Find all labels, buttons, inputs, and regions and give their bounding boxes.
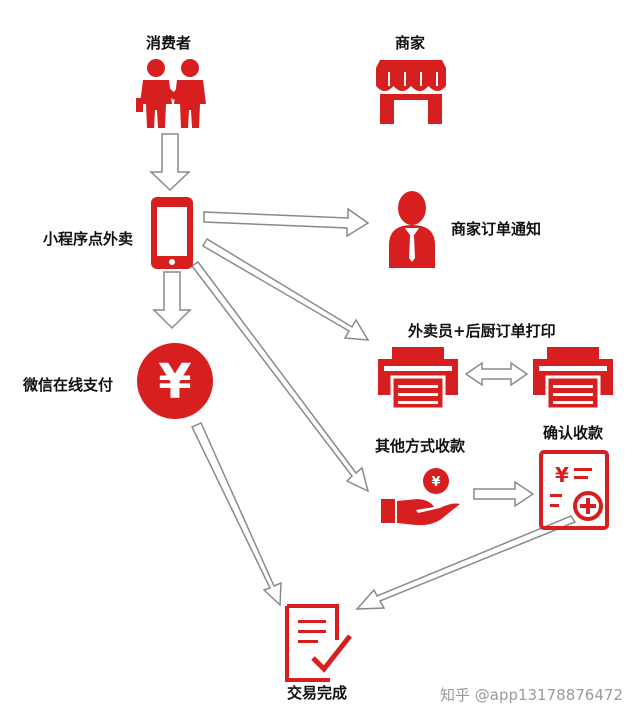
hand-coin-icon: ¥ (381, 468, 460, 526)
printer-icon (531, 345, 615, 411)
yen-symbol: ¥ (158, 354, 191, 410)
consumer-label: 消费者 (146, 34, 192, 52)
receipt-add-icon: ¥ (539, 450, 609, 530)
arrow-wechat-pay-to-done (190, 422, 282, 607)
confirm-label: 确认收款 (543, 424, 604, 442)
hand-coin-yen: ¥ (431, 475, 440, 490)
people-icon (136, 59, 206, 128)
print-label: 外卖员+后厨订单打印 (408, 322, 556, 340)
done-label: 交易完成 (287, 684, 348, 702)
other-pay-label: 其他方式收款 (375, 437, 466, 455)
document-check-icon (285, 604, 352, 682)
receipt-yen: ¥ (555, 463, 569, 487)
arrow-confirm-to-done (355, 515, 577, 610)
arrow-printer-double (464, 361, 529, 387)
arrow-consumer-to-phone (149, 133, 191, 192)
person-bust-icon (389, 191, 435, 268)
storefront-icon (376, 60, 446, 124)
yen-coin-icon: ¥ (137, 343, 213, 419)
arrow-phone-to-other-pay (190, 260, 370, 493)
arrow-phone-to-printer (201, 237, 370, 341)
order-notice-label: 商家订单通知 (451, 220, 542, 238)
merchant-label: 商家 (395, 34, 426, 52)
watermark: 知乎 @app13178876472 (440, 686, 623, 704)
arrow-phone-to-order-notice (203, 207, 370, 238)
smartphone-icon (151, 197, 193, 269)
wechat-pay-label: 微信在线支付 (23, 376, 114, 394)
arrow-other-pay-to-confirm (473, 480, 535, 508)
arrow-phone-to-wechat-pay (152, 271, 192, 330)
printer-icon (376, 345, 460, 411)
mini-program-label: 小程序点外卖 (43, 230, 134, 248)
